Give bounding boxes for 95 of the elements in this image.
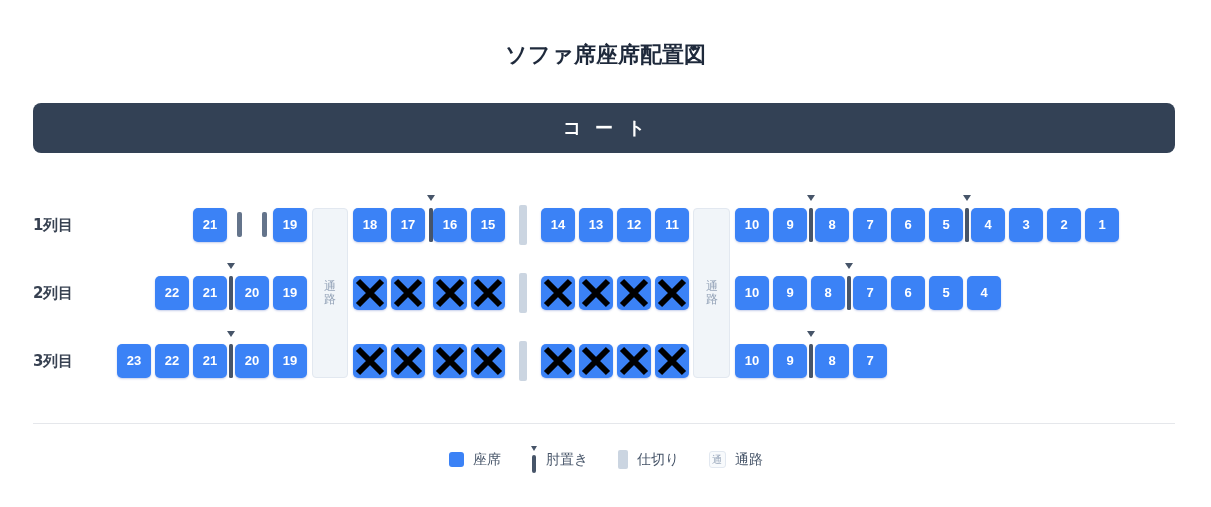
seat-number: 7	[866, 353, 874, 369]
seat-number: 10	[744, 217, 760, 233]
seat	[967, 276, 1001, 310]
seat	[773, 208, 807, 242]
seat	[193, 208, 227, 242]
seat-number: 21	[202, 353, 218, 369]
seat	[815, 344, 849, 378]
seat	[471, 208, 505, 242]
seat	[811, 276, 845, 310]
seat	[655, 208, 689, 242]
seat	[929, 276, 963, 310]
seat-number: 10	[744, 285, 760, 301]
seat-number: 3	[1022, 217, 1030, 233]
seat-number: 18	[362, 217, 378, 233]
seat	[391, 208, 425, 242]
aisle-band	[312, 208, 348, 378]
seat-number: 4	[984, 217, 992, 233]
diagram-title: ソファ席座席配置図	[505, 41, 706, 69]
seat	[815, 208, 849, 242]
seat-number: 23	[126, 353, 142, 369]
seat	[541, 208, 575, 242]
seat	[235, 344, 269, 378]
aisle-label: 通路	[705, 279, 718, 307]
seat	[235, 276, 269, 310]
row-label: 1列目	[33, 215, 74, 235]
seat	[273, 276, 307, 310]
seat-number: 20	[244, 285, 260, 301]
seat	[353, 208, 387, 242]
seat	[273, 344, 307, 378]
seat	[773, 344, 807, 378]
seat	[891, 208, 925, 242]
seat	[735, 344, 769, 378]
seat-number: 8	[828, 353, 836, 369]
seat	[193, 344, 227, 378]
seat	[579, 208, 613, 242]
seat	[117, 344, 151, 378]
seat-number: 9	[786, 353, 794, 369]
legend-label: 通路	[734, 450, 763, 469]
legend-label: 仕切り	[636, 450, 679, 469]
seat-number: 2	[1060, 217, 1068, 233]
seat-number: 22	[164, 285, 180, 301]
seat-number: 16	[442, 217, 458, 233]
seat-number: 21	[202, 285, 218, 301]
seat-number: 5	[942, 217, 950, 233]
seat	[273, 208, 307, 242]
seat-number: 19	[282, 217, 298, 233]
seat-number: 14	[550, 217, 566, 233]
row-label: 3列目	[33, 351, 74, 371]
seat	[735, 208, 769, 242]
seat	[735, 276, 769, 310]
seat-number: 8	[824, 285, 832, 301]
legend-label: 肘置き	[545, 450, 588, 469]
seat	[1047, 208, 1081, 242]
legend-label: 座席	[472, 450, 501, 469]
seat-number: 8	[828, 217, 836, 233]
seat	[155, 276, 189, 310]
aisle-swatch: 通	[708, 450, 726, 468]
seat	[891, 276, 925, 310]
court-band	[33, 103, 1175, 153]
seat-number: 5	[942, 285, 950, 301]
seat	[193, 276, 227, 310]
aisle-band	[693, 208, 730, 378]
seat-number: 6	[904, 217, 912, 233]
seat	[971, 208, 1005, 242]
seat-number: 17	[400, 217, 416, 233]
seat	[1085, 208, 1119, 242]
row-label: 2列目	[33, 283, 74, 303]
seat-number: 10	[744, 353, 760, 369]
seat-number: 11	[665, 217, 679, 233]
seat	[853, 208, 887, 242]
seat-number: 4	[980, 285, 988, 301]
seat-number: 21	[202, 217, 218, 233]
aisle-label: 通路	[324, 279, 336, 307]
seat-number: 20	[244, 353, 260, 369]
seat-number: 9	[786, 217, 794, 233]
seat-number: 7	[866, 285, 874, 301]
seat	[853, 344, 887, 378]
seat-number: 13	[588, 217, 604, 233]
seat-number: 12	[626, 217, 642, 233]
seat	[853, 276, 887, 310]
seat-number: 15	[480, 217, 496, 233]
seat	[155, 344, 189, 378]
seat	[433, 208, 467, 242]
seat	[773, 276, 807, 310]
seat	[1009, 208, 1043, 242]
seat	[617, 208, 651, 242]
seat-number: 6	[904, 285, 912, 301]
seat-number: 1	[1098, 217, 1106, 233]
seat-number: 19	[282, 285, 298, 301]
seat-number: 22	[164, 353, 180, 369]
court-label: コート	[562, 116, 659, 140]
seat-number: 19	[282, 353, 298, 369]
seat	[929, 208, 963, 242]
seat-number: 9	[786, 285, 794, 301]
seat-number: 7	[866, 217, 874, 233]
